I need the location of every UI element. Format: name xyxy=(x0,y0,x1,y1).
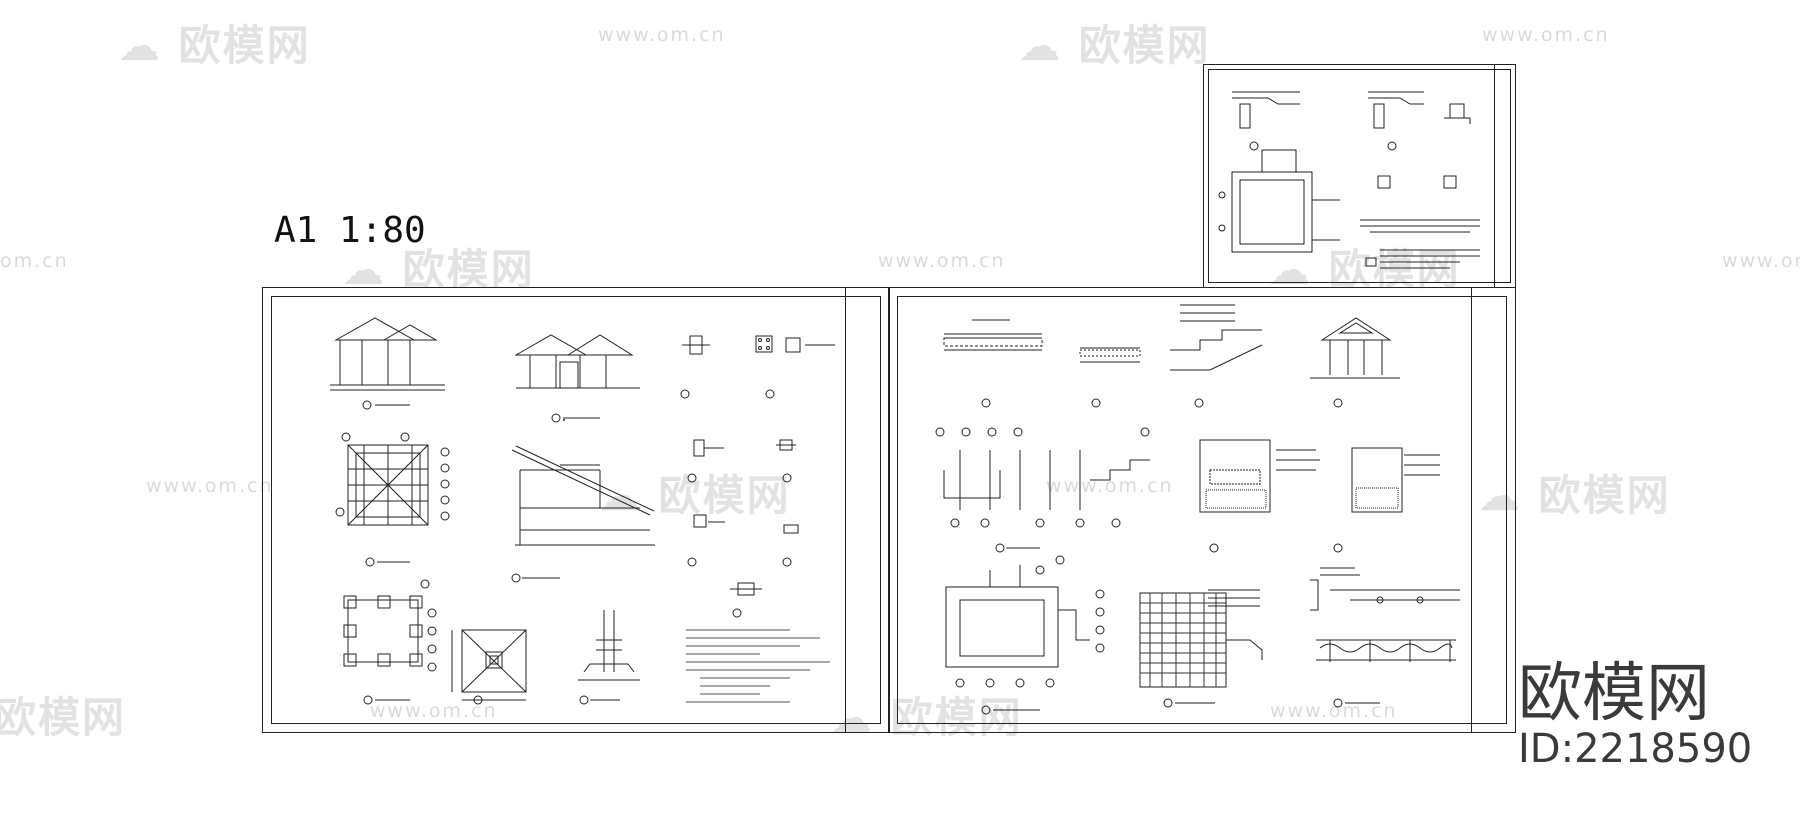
sheet-small-inner-border xyxy=(1208,69,1511,283)
wall-elevation-a xyxy=(1199,439,1320,553)
joint-details xyxy=(687,439,799,618)
sheet-left-inner-border xyxy=(271,296,881,724)
small-sheet-details xyxy=(1218,91,1480,269)
design-notes-block xyxy=(686,629,830,703)
sheet-right-frame xyxy=(888,287,1516,733)
watermark-url: www.om.cn xyxy=(1722,250,1800,272)
foundation-plan xyxy=(343,579,437,705)
railing-elevation xyxy=(1316,639,1456,708)
watermark-logo: ☁ 欧模网 xyxy=(1018,21,1211,70)
watermark-logo: ☁ 欧模网 xyxy=(598,471,791,520)
wall-elevation-b xyxy=(1333,447,1440,553)
watermark-url: www.om.cn xyxy=(146,475,274,497)
roof-eave-section xyxy=(511,419,655,583)
paving-section-a xyxy=(943,319,1043,408)
sheet-right-inner-border xyxy=(897,296,1507,724)
watermark-url: www.om.cn xyxy=(370,700,498,722)
stair-section xyxy=(1170,304,1263,408)
sheet-small-title-strip xyxy=(1494,65,1495,287)
layout-plan xyxy=(945,555,1105,715)
watermark-url: www.om.cn xyxy=(1482,24,1610,46)
watermark-url: www.om.cn xyxy=(878,250,1006,272)
footing-section xyxy=(578,610,640,705)
watermark-logo: ☁ 欧模网 xyxy=(830,693,1023,742)
sheet-left-frame xyxy=(262,287,890,733)
column-section-details xyxy=(680,335,835,399)
watermark-url: www.om.cn xyxy=(1270,700,1398,722)
pavilion-elevation-c xyxy=(1310,317,1400,408)
site-elevation-grid xyxy=(935,427,1150,553)
watermark-url: www.om.cn xyxy=(1046,475,1174,497)
watermark-logo-icon: ☁ xyxy=(118,21,162,70)
watermark-logo-icon: ☁ xyxy=(342,245,386,294)
watermark-logo: 欧模网 xyxy=(0,693,127,742)
sheet-right-title-strip xyxy=(1471,288,1472,732)
watermark-logo: ☁ 欧模网 xyxy=(342,245,535,294)
pavilion-elevation-b xyxy=(514,334,640,423)
watermark-logo-icon: ☁ xyxy=(598,471,642,520)
scale-title: A1 1:80 xyxy=(274,210,426,251)
sheet-small-frame xyxy=(1203,64,1516,288)
watermark-logo: ☁ 欧模网 xyxy=(118,21,311,70)
asset-id-label: ID:2218590 xyxy=(1518,726,1753,772)
watermark-url: www.om.cn xyxy=(598,24,726,46)
watermark-logo-icon: ☁ xyxy=(830,693,874,742)
roof-framing-plan xyxy=(335,432,450,567)
watermark-logo: ☁ 欧模网 xyxy=(1268,245,1461,294)
paving-section-b xyxy=(1079,347,1141,408)
footing-plan xyxy=(451,629,527,705)
edge-detail-section xyxy=(1310,567,1460,611)
watermark-url: om.cn xyxy=(0,250,69,272)
watermark-logo-icon: ☁ xyxy=(1018,21,1062,70)
paving-pattern-plan xyxy=(1139,589,1263,708)
pavilion-elevation-a xyxy=(330,317,445,410)
watermark-brand-big: 欧模网 xyxy=(1518,657,1710,731)
watermark-logo-icon: ☁ xyxy=(1268,245,1312,294)
watermark-logo: ☁ 欧模网 xyxy=(1478,471,1671,520)
watermark-logo-icon: ☁ xyxy=(1478,471,1522,520)
sheet-left-title-strip xyxy=(845,288,846,732)
